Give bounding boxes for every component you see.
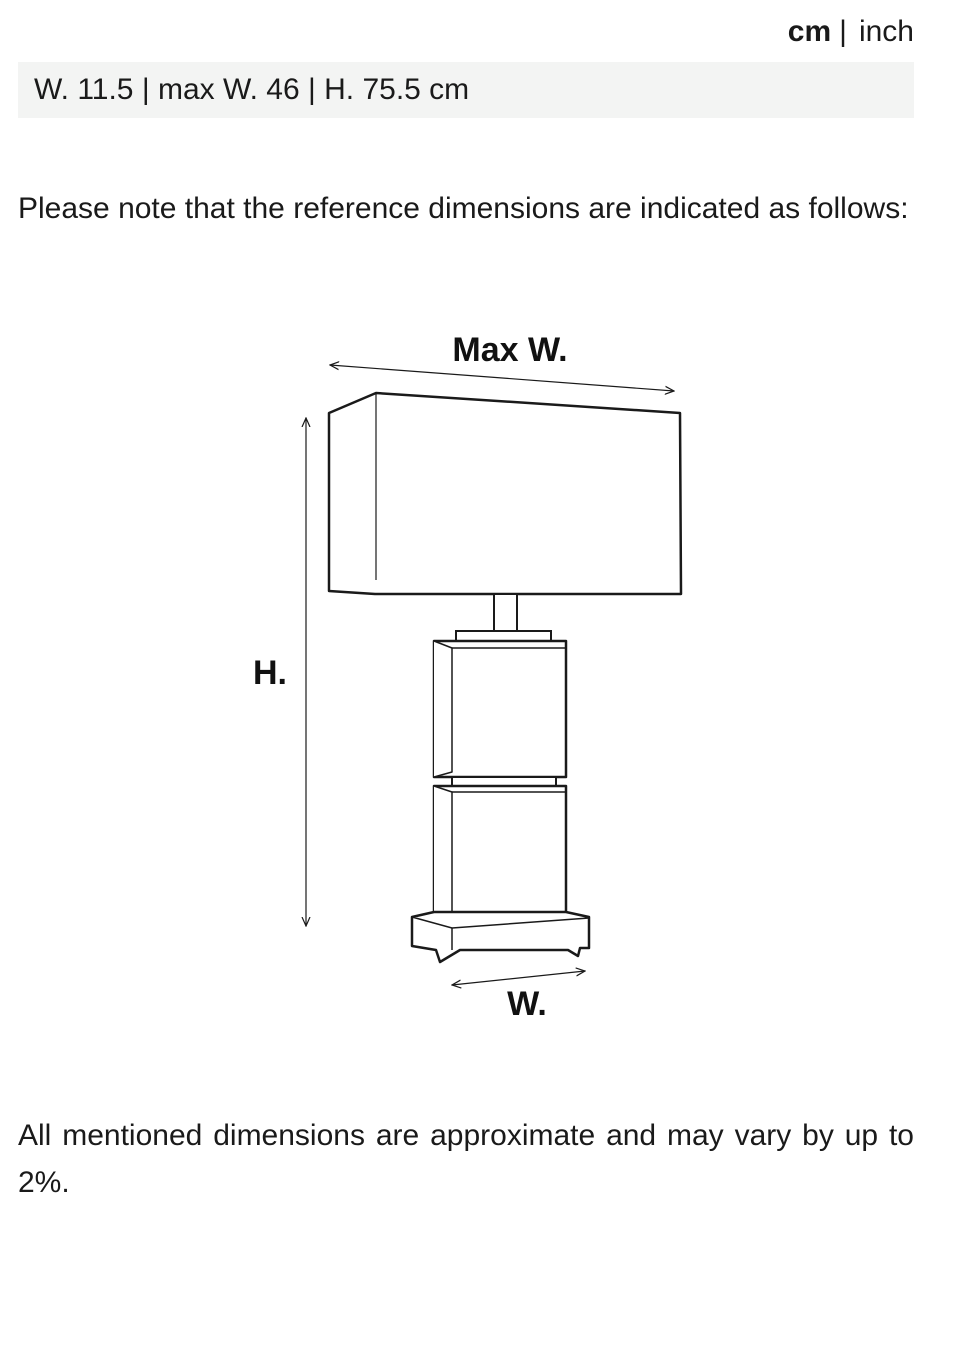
- lamp-illustration: Max W. H.: [253, 331, 683, 1023]
- max-width-label: Max W.: [452, 331, 567, 369]
- unit-inch-button[interactable]: inch: [858, 15, 914, 48]
- height-label: H.: [253, 654, 287, 692]
- lamp-spacer: [451, 776, 557, 787]
- unit-cm-button[interactable]: cm: [787, 15, 832, 48]
- reference-note: Please note that the reference dimension…: [18, 192, 909, 225]
- dimensions-summary: W. 11.5 | max W. 46 | H. 75.5 cm: [18, 62, 914, 118]
- unit-separator: |: [839, 15, 847, 48]
- lamp-dimension-diagram: Max W. H.: [230, 320, 710, 1040]
- width-arrow: [452, 971, 585, 985]
- lamp-neck: [455, 593, 552, 642]
- unit-toggle: cm | inch: [788, 14, 914, 50]
- lamp-lower-block: [432, 784, 568, 929]
- max-width-arrow: [330, 365, 674, 391]
- disclaimer-note: All mentioned dimensions are approximate…: [18, 1119, 914, 1199]
- lampshade: [327, 391, 683, 596]
- width-label: W.: [507, 985, 547, 1023]
- lamp-base: [410, 910, 591, 964]
- lamp-upper-block: [432, 639, 568, 779]
